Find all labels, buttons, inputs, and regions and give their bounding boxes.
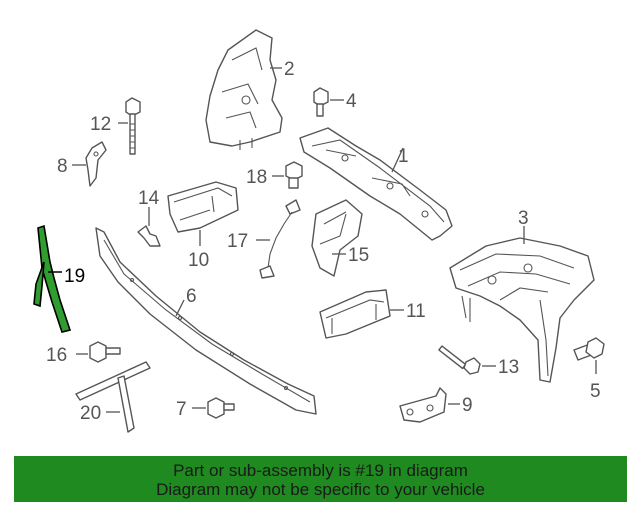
callout-15[interactable]: 15 bbox=[348, 245, 369, 266]
callout-8[interactable]: 8 bbox=[57, 156, 68, 177]
callout-11[interactable]: 11 bbox=[406, 301, 426, 322]
banner-line-2: Diagram may not be specific to your vehi… bbox=[156, 480, 485, 499]
callout-12[interactable]: 12 bbox=[90, 114, 111, 135]
part-14-clip[interactable] bbox=[137, 225, 161, 247]
part-18-bolt[interactable] bbox=[285, 161, 303, 189]
callout-4[interactable]: 4 bbox=[346, 91, 357, 112]
part-16-bolt[interactable] bbox=[89, 341, 121, 363]
callout-18[interactable]: 18 bbox=[246, 167, 267, 188]
callout-13[interactable]: 13 bbox=[498, 357, 519, 378]
part-1-crossmember[interactable] bbox=[299, 127, 453, 241]
callout-6[interactable]: 6 bbox=[186, 286, 197, 307]
callout-19[interactable]: 19 bbox=[64, 266, 85, 287]
callout-20[interactable]: 20 bbox=[80, 403, 101, 424]
part-9-bracket[interactable] bbox=[399, 387, 447, 423]
part-10-bracket[interactable] bbox=[167, 181, 239, 233]
part-12-bolt[interactable] bbox=[125, 97, 141, 155]
part-11-bracket[interactable] bbox=[319, 289, 391, 339]
callout-5[interactable]: 5 bbox=[590, 381, 601, 402]
part-4-bolt[interactable] bbox=[313, 87, 329, 117]
callout-17[interactable]: 17 bbox=[227, 231, 248, 252]
part-5-screw[interactable] bbox=[573, 337, 605, 361]
part-3-support[interactable] bbox=[449, 237, 595, 383]
banner-line-1: Part or sub-assembly is #19 in diagram bbox=[173, 461, 468, 480]
callout-14[interactable]: 14 bbox=[138, 188, 160, 209]
part-13-bolt[interactable] bbox=[438, 345, 481, 375]
callout-2[interactable]: 2 bbox=[284, 59, 295, 80]
part-6-reinforcement[interactable] bbox=[95, 227, 317, 415]
info-banner: Part or sub-assembly is #19 in diagram D… bbox=[14, 456, 627, 502]
callout-9[interactable]: 9 bbox=[462, 395, 473, 416]
callout-1[interactable]: 1 bbox=[398, 146, 409, 167]
part-20-bracket[interactable] bbox=[75, 361, 151, 433]
callout-10[interactable]: 10 bbox=[188, 250, 209, 271]
leader-1 bbox=[391, 147, 404, 173]
leader-6 bbox=[175, 299, 185, 317]
part-17-rod[interactable] bbox=[259, 199, 301, 279]
part-19-strip[interactable] bbox=[33, 224, 72, 333]
callout-3[interactable]: 3 bbox=[518, 208, 529, 229]
part-15-bracket[interactable] bbox=[311, 199, 363, 277]
callout-16[interactable]: 16 bbox=[46, 345, 67, 366]
parts-diagram: 2 4 12 8 1 18 14 bbox=[33, 29, 605, 433]
part-7-bolt[interactable] bbox=[207, 397, 235, 419]
part-2-bracket[interactable] bbox=[205, 29, 283, 150]
part-8-bracket[interactable] bbox=[85, 141, 107, 187]
callout-7[interactable]: 7 bbox=[176, 399, 187, 420]
